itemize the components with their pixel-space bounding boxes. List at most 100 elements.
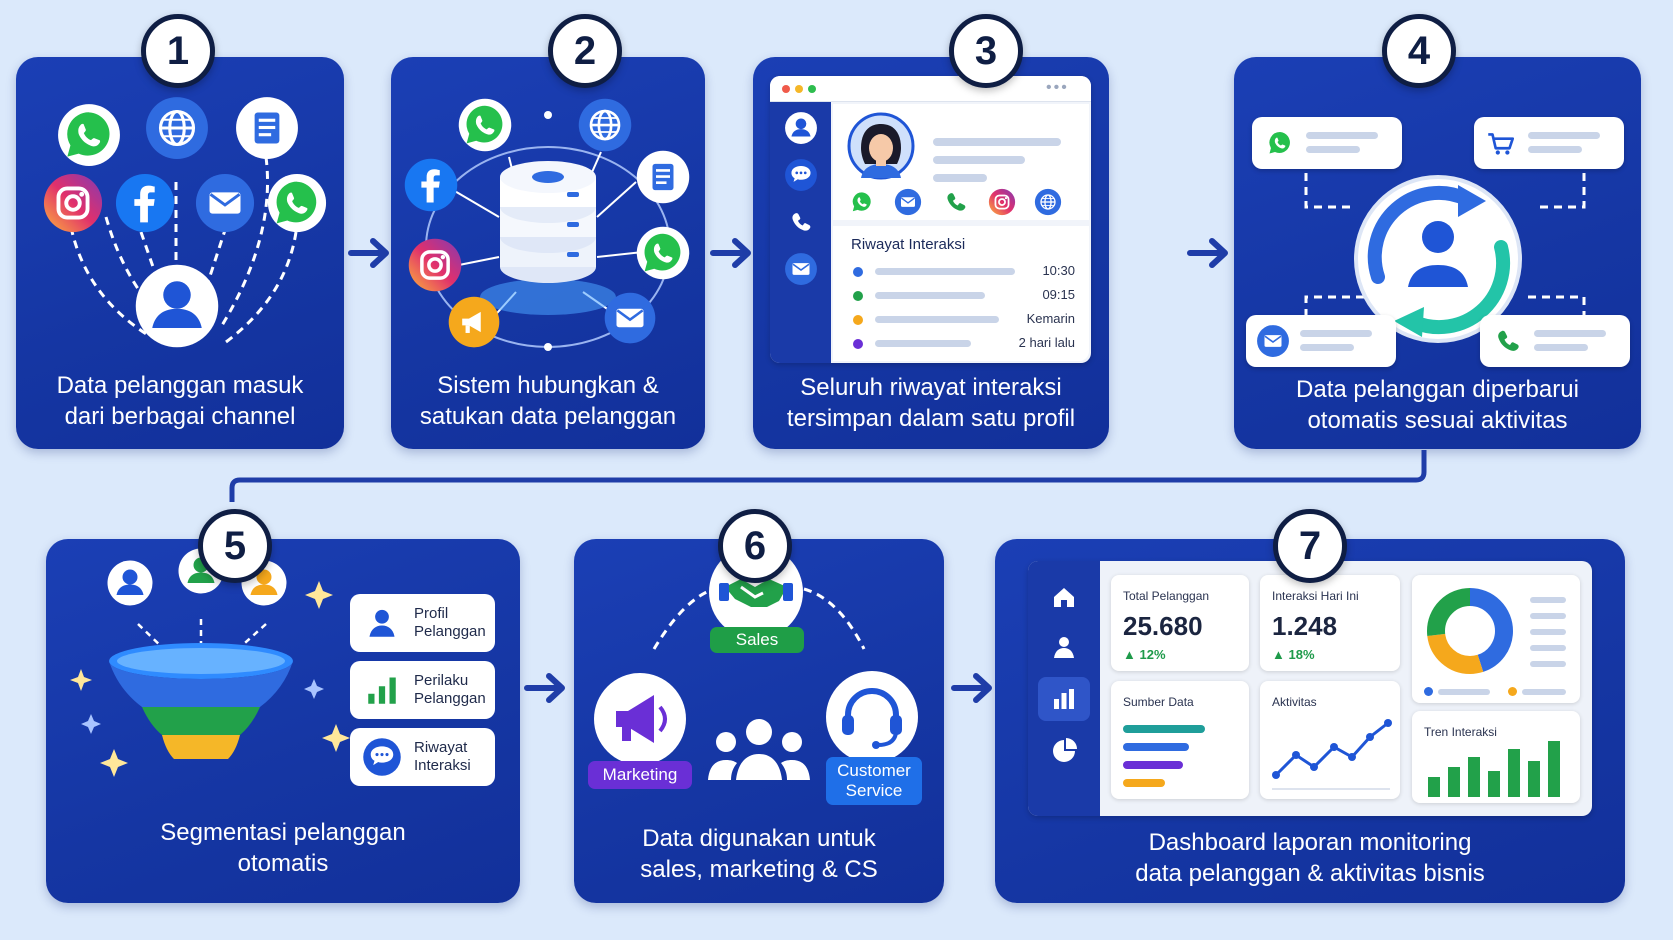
cart-icon xyxy=(1484,127,1518,161)
legend-placeholder xyxy=(1530,661,1566,667)
activity-line-chart xyxy=(1272,719,1392,790)
history-text-placeholder xyxy=(875,316,999,323)
email-update-chip xyxy=(1246,315,1396,367)
history-time: 10:30 xyxy=(1042,263,1075,278)
stat-label: Sumber Data xyxy=(1123,695,1194,709)
history-title: Riwayat Interaksi xyxy=(851,236,966,253)
sales-tag: Sales xyxy=(710,627,804,653)
step-number-badge: 6 xyxy=(718,509,792,583)
history-text-placeholder xyxy=(875,292,985,299)
megaphone-icon xyxy=(594,673,686,765)
phone-icon xyxy=(1492,325,1524,357)
email-icon xyxy=(603,291,657,345)
bar-chart-icon xyxy=(1054,689,1074,709)
globe-icon xyxy=(144,95,210,161)
database-icon xyxy=(500,161,596,283)
caption-line: Data pelanggan masuk xyxy=(56,372,304,399)
history-text-placeholder xyxy=(875,268,1015,275)
history-time: Kemarin xyxy=(1026,311,1075,326)
facebook-icon xyxy=(114,172,176,234)
step-caption: Seluruh riwayat interaksi tersimpan dala… xyxy=(753,372,1109,434)
stat-value: 1.248 xyxy=(1272,611,1338,641)
crm-sidebar xyxy=(770,102,831,363)
caption-line: otomatis sesuai aktivitas xyxy=(1307,407,1568,434)
legend-dot xyxy=(1424,687,1433,696)
chat-icon xyxy=(362,737,402,777)
marketing-tag: Marketing xyxy=(588,761,692,789)
history-text-placeholder xyxy=(875,340,971,347)
globe-icon xyxy=(577,97,633,153)
stat-delta: ▲ 12% xyxy=(1123,647,1166,662)
stat-label: Interaksi Hari Ini xyxy=(1272,589,1359,603)
user-icon xyxy=(1054,637,1074,658)
caption-line: Seluruh riwayat interaksi xyxy=(800,374,1062,401)
caption-line: otomatis xyxy=(237,850,329,877)
chip-text-placeholder xyxy=(1300,344,1354,351)
document-icon xyxy=(234,95,300,161)
profile-detail-placeholder xyxy=(933,156,1025,164)
today-interactions-card: Interaksi Hari Ini 1.248 ▲ 18% xyxy=(1260,575,1400,671)
instagram-icon xyxy=(988,188,1016,216)
stat-label: Total Pelanggan xyxy=(1123,589,1210,603)
flow-arrow-icon xyxy=(950,668,998,708)
globe-icon xyxy=(1034,188,1062,216)
home-icon xyxy=(1054,588,1074,607)
legend-placeholder xyxy=(1438,689,1490,695)
megaphone-icon xyxy=(447,295,501,349)
segmentation-funnel-icon xyxy=(70,581,350,777)
step-caption: Dashboard laporan monitoring data pelang… xyxy=(995,827,1625,889)
step-card-2: Sistem hubungkan & satukan data pelangga… xyxy=(391,57,705,449)
step-card-7: Total Pelanggan 25.680 ▲ 12% Interaksi H… xyxy=(995,539,1625,903)
team-group-icon xyxy=(708,719,810,780)
chip-text-placeholder xyxy=(1534,344,1588,351)
step-caption: Data digunakan untuk sales, marketing & … xyxy=(574,823,944,885)
flow-arrow-icon xyxy=(709,233,757,273)
window-minimize-dot xyxy=(795,85,803,93)
document-icon xyxy=(635,149,691,205)
trend-bar-chart xyxy=(1428,741,1560,797)
interaction-trend-card: Tren Interaksi xyxy=(1412,711,1580,803)
history-time: 2 hari lalu xyxy=(1018,335,1075,350)
whatsapp-update-chip xyxy=(1252,117,1402,169)
caption-line: Dashboard laporan monitoring xyxy=(1148,829,1472,856)
window-close-dot xyxy=(782,85,790,93)
source-bar xyxy=(1123,743,1189,751)
legend-placeholder xyxy=(1530,645,1566,651)
step-caption: Data pelanggan diperbarui otomatis sesua… xyxy=(1234,374,1641,436)
legend-placeholder xyxy=(1530,629,1566,635)
whatsapp-icon xyxy=(1264,127,1296,159)
row-connector-line xyxy=(229,450,1427,502)
caption-line: Segmentasi pelanggan xyxy=(160,819,406,846)
phone-icon xyxy=(792,213,811,231)
chip-text-placeholder xyxy=(1528,146,1582,153)
step-caption: Segmentasi pelanggan otomatis xyxy=(46,817,520,879)
history-status-dot xyxy=(853,291,863,301)
source-bar xyxy=(1123,779,1165,787)
history-status-dot xyxy=(853,315,863,325)
stat-label: Tren Interaksi xyxy=(1424,725,1497,739)
legend-placeholder xyxy=(1530,613,1566,619)
donut-chart xyxy=(1427,588,1513,674)
phone-icon xyxy=(942,188,970,216)
instagram-icon xyxy=(407,237,463,293)
dashboard-window: Total Pelanggan 25.680 ▲ 12% Interaksi H… xyxy=(1028,561,1592,816)
data-source-card: Sumber Data xyxy=(1111,681,1249,799)
window-menu-dots-icon: ••• xyxy=(1046,79,1069,96)
flow-arrow-icon xyxy=(523,668,571,708)
sync-cycle-icon xyxy=(1354,175,1522,343)
caption-line: Sistem hubungkan & xyxy=(437,372,659,399)
legend-dot xyxy=(1508,687,1517,696)
legend-placeholder xyxy=(1530,597,1566,603)
user-icon xyxy=(107,560,153,606)
phone-update-chip xyxy=(1480,315,1630,367)
flow-arrow-icon xyxy=(347,233,395,273)
whatsapp-icon xyxy=(457,97,513,153)
